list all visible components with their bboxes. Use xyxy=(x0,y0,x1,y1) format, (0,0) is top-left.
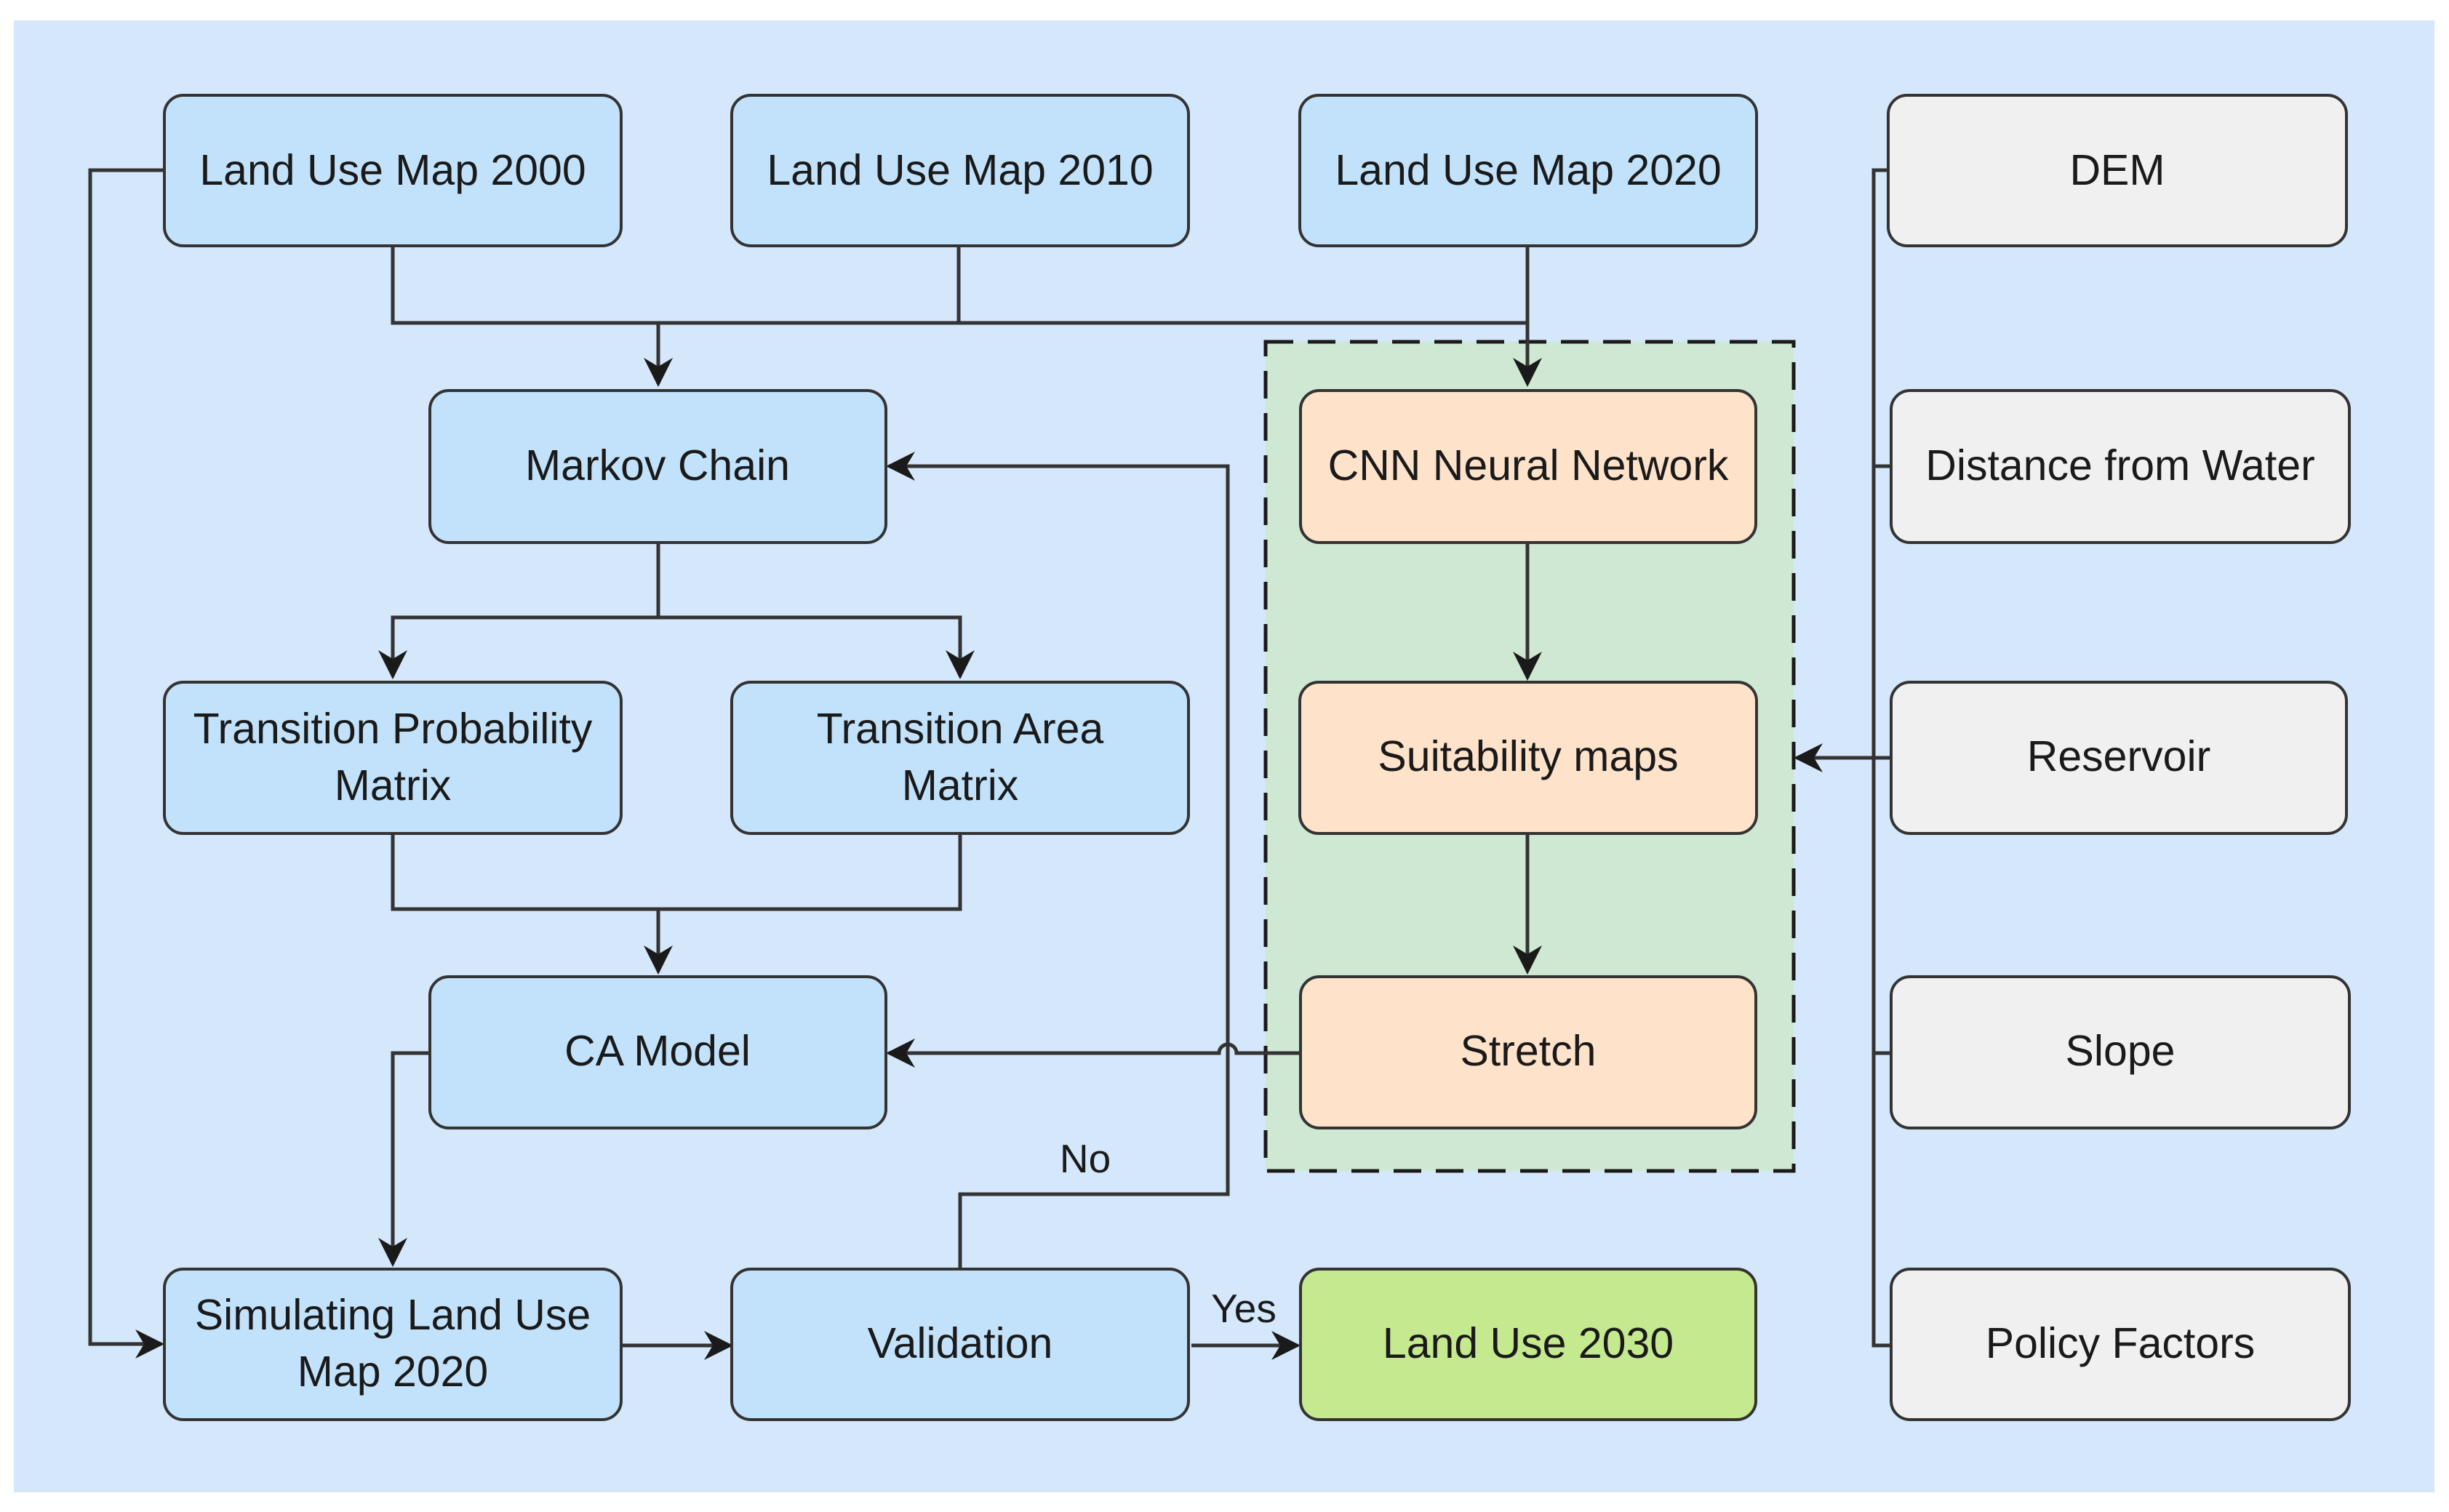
node-label: Land Use 2030 xyxy=(1383,1319,1674,1367)
node-label: Slope xyxy=(2066,1027,2176,1075)
node-transition-area-matrix: Transition Area Matrix xyxy=(730,681,1190,835)
node-label: CA Model xyxy=(564,1027,751,1075)
node-label: DEM xyxy=(2069,146,2165,194)
edge-ca-simulating xyxy=(378,1051,431,1267)
node-ca-model: CA Model xyxy=(428,975,887,1129)
node-distance-from-water: Distance from Water xyxy=(1890,389,2351,544)
node-label: Reservoir xyxy=(2027,732,2210,780)
node-label: Suitability maps xyxy=(1378,732,1678,780)
node-label: Validation xyxy=(868,1319,1053,1367)
node-policy-factors: Policy Factors xyxy=(1890,1268,2351,1421)
edge-lu2000-simulating xyxy=(88,168,164,1359)
node-suitability-maps: Suitability maps xyxy=(1298,681,1758,835)
node-label: CNN Neural Network xyxy=(1328,441,1729,489)
node-label: Land Use Map 2010 xyxy=(767,146,1153,194)
node-label-line2: Matrix xyxy=(335,761,452,809)
node-label-line1: Simulating Land Use xyxy=(195,1291,591,1339)
node-land-use-2030: Land Use 2030 xyxy=(1299,1268,1757,1421)
node-label: Distance from Water xyxy=(1925,441,2315,489)
node-label: Land Use Map 2000 xyxy=(199,146,586,194)
node-label-line2: Matrix xyxy=(902,761,1019,809)
node-label: Stretch xyxy=(1461,1027,1597,1075)
edge-lu2000-markov xyxy=(391,246,1527,325)
node-stretch: Stretch xyxy=(1299,975,1757,1129)
node-land-use-map-2000: Land Use Map 2000 xyxy=(163,94,623,247)
node-land-use-map-2020: Land Use Map 2020 xyxy=(1298,94,1758,247)
edge-label-no: No xyxy=(1060,1136,1111,1181)
node-label: Land Use Map 2020 xyxy=(1335,146,1721,194)
node-reservoir: Reservoir xyxy=(1890,681,2348,835)
node-label-line1: Transition Probability xyxy=(193,705,593,753)
node-validation: Validation xyxy=(730,1268,1190,1421)
node-dem: DEM xyxy=(1887,94,2348,247)
edge-tpm-merge xyxy=(391,833,962,911)
node-transition-probability-matrix: Transition Probability Matrix xyxy=(163,681,623,835)
node-slope: Slope xyxy=(1890,975,2351,1129)
edge-validation-no-markov xyxy=(886,452,1230,1268)
node-simulating-land-use-map-2020: Simulating Land Use Map 2020 xyxy=(163,1268,623,1421)
node-label-line1: Transition Area xyxy=(817,705,1104,753)
edge-markov-tam xyxy=(658,615,975,679)
node-label-line2: Map 2020 xyxy=(297,1348,488,1396)
node-land-use-map-2010: Land Use Map 2010 xyxy=(730,94,1190,247)
node-label: Policy Factors xyxy=(1986,1319,2255,1367)
node-cnn-neural-network: CNN Neural Network xyxy=(1299,389,1757,544)
edge-markov-split xyxy=(378,543,660,679)
node-label: Markov Chain xyxy=(525,441,790,489)
edge-label-yes: Yes xyxy=(1211,1286,1277,1331)
node-markov-chain: Markov Chain xyxy=(428,389,887,544)
